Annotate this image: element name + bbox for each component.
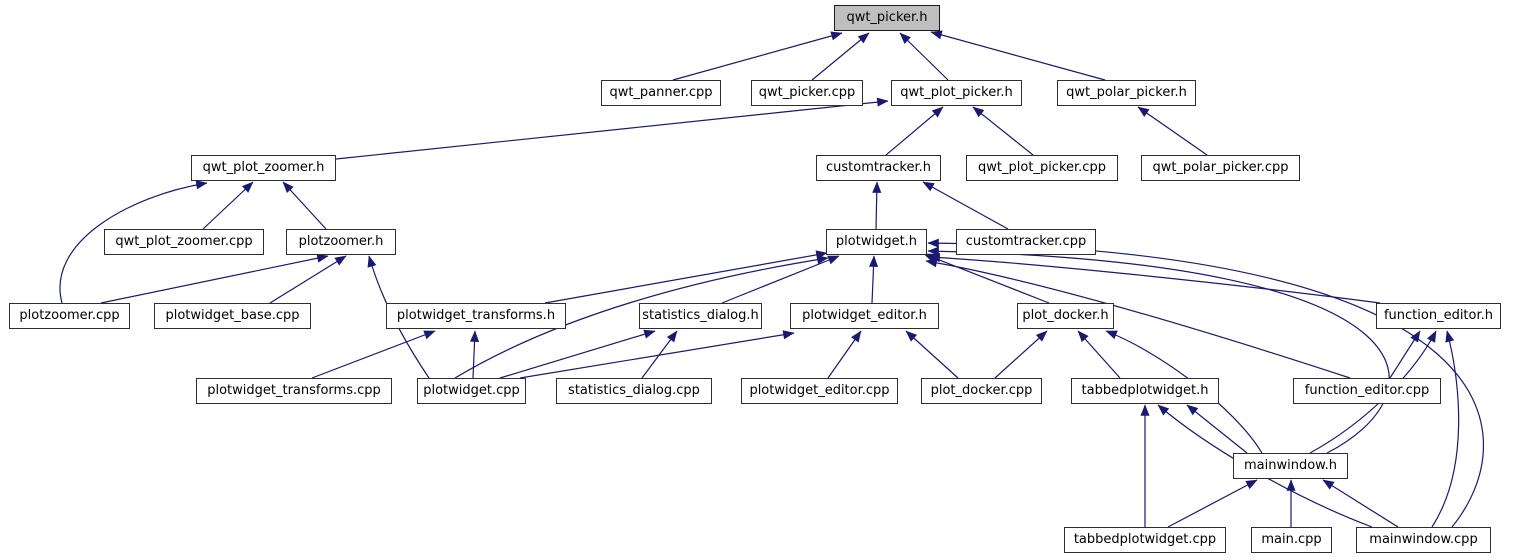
edge-tabbedplotwidget_h-to-plot_docker_h xyxy=(1077,330,1121,379)
node-plotwidget_editor_h[interactable]: plotwidget_editor.h xyxy=(790,303,939,329)
edge-qwt_plot_zoomer_cpp-to-qwt_plot_zoomer_h xyxy=(202,181,254,230)
edge-plotzoomer_cpp-to-qwt_plot_zoomer_h xyxy=(59,180,208,304)
edge-plot_docker_cpp-to-plotwidget_editor_h xyxy=(905,330,959,379)
node-plotwidget_base_cpp[interactable]: plotwidget_base.cpp xyxy=(154,303,311,329)
node-qwt_plot_zoomer_h[interactable]: qwt_plot_zoomer.h xyxy=(191,155,336,181)
node-main_cpp[interactable]: main.cpp xyxy=(1251,527,1332,553)
node-qwt_picker_h[interactable]: qwt_picker.h xyxy=(834,5,940,31)
node-statistics_dialog_h[interactable]: statistics_dialog.h xyxy=(639,303,762,329)
edge-qwt_picker_cpp-to-qwt_picker_h xyxy=(811,32,870,81)
node-tabbedplotwidget_h[interactable]: tabbedplotwidget.h xyxy=(1071,378,1219,404)
edge-qwt_polar_picker_cpp-to-qwt_polar_picker_h xyxy=(1137,106,1208,156)
edge-qwt_plot_zoomer_h-to-qwt_plot_picker_h xyxy=(335,97,889,160)
node-customtracker_h[interactable]: customtracker.h xyxy=(816,155,941,181)
node-function_editor_h[interactable]: function_editor.h xyxy=(1376,303,1501,329)
node-mainwindow_cpp[interactable]: mainwindow.cpp xyxy=(1356,527,1491,553)
node-customtracker_cpp[interactable]: customtracker.cpp xyxy=(956,229,1096,255)
node-plotzoomer_cpp[interactable]: plotzoomer.cpp xyxy=(9,303,130,329)
node-mainwindow_h[interactable]: mainwindow.h xyxy=(1233,453,1348,479)
node-plotwidget_h[interactable]: plotwidget.h xyxy=(826,229,927,255)
edge-qwt_polar_picker_h-to-qwt_picker_h xyxy=(930,30,1106,81)
edges-group xyxy=(59,30,1484,528)
edge-function_editor_h-to-plotwidget_h xyxy=(928,253,1381,304)
edge-plotzoomer_cpp-to-plotzoomer_h xyxy=(100,253,329,304)
edge-plotwidget_base_cpp-to-plotzoomer_h xyxy=(269,255,347,304)
edge-plotwidget_transforms_cpp-to-plotwidget_transforms_h xyxy=(311,330,436,379)
node-qwt_panner_cpp[interactable]: qwt_panner.cpp xyxy=(601,80,721,106)
edge-mainwindow_h-to-plotwidget_h xyxy=(927,246,1390,454)
edge-customtracker_cpp-to-customtracker_h xyxy=(922,181,1009,230)
node-qwt_plot_zoomer_cpp[interactable]: qwt_plot_zoomer.cpp xyxy=(104,229,264,255)
edge-plotwidget_cpp-to-plotwidget_editor_h xyxy=(519,330,795,379)
edge-function_editor_cpp-to-function_editor_h xyxy=(1389,330,1421,379)
node-qwt_plot_picker_cpp[interactable]: qwt_plot_picker.cpp xyxy=(966,155,1118,181)
edge-plotwidget_h-to-customtracker_h xyxy=(872,181,882,230)
edge-tabbedplotwidget_cpp-to-mainwindow_h xyxy=(1167,479,1258,528)
node-statistics_dialog_cpp[interactable]: statistics_dialog.cpp xyxy=(556,378,712,404)
node-qwt_plot_picker_h[interactable]: qwt_plot_picker.h xyxy=(891,80,1022,106)
edge-qwt_plot_picker_h-to-qwt_picker_h xyxy=(899,32,949,81)
edge-plot_docker_cpp-to-plot_docker_h xyxy=(994,330,1048,379)
edge-plotwidget_cpp-to-plotwidget_h xyxy=(454,255,829,379)
edge-mainwindow_h-to-tabbedplotwidget_h xyxy=(1186,404,1248,454)
node-qwt_picker_cpp[interactable]: qwt_picker.cpp xyxy=(751,80,863,106)
edge-plotwidget_cpp-to-plotwidget_transforms_h xyxy=(469,330,480,379)
edge-plotzoomer_h-to-qwt_plot_zoomer_h xyxy=(282,181,327,230)
edge-qwt_plot_picker_cpp-to-qwt_plot_picker_h xyxy=(972,106,1034,156)
edge-plotwidget_editor_cpp-to-plotwidget_editor_h xyxy=(827,330,862,379)
node-plotwidget_transforms_cpp[interactable]: plotwidget_transforms.cpp xyxy=(196,378,392,404)
edge-statistics_dialog_h-to-plotwidget_h xyxy=(721,255,840,304)
node-function_editor_cpp[interactable]: function_editor.cpp xyxy=(1293,378,1441,404)
edge-mainwindow_cpp-to-plotwidget_h xyxy=(927,238,1484,528)
edge-plotwidget_editor_h-to-plotwidget_h xyxy=(868,255,879,304)
node-tabbedplotwidget_cpp[interactable]: tabbedplotwidget.cpp xyxy=(1064,527,1226,553)
edge-mainwindow_cpp-to-mainwindow_h xyxy=(1322,479,1399,528)
edge-mainwindow_cpp-to-function_editor_h xyxy=(1431,330,1460,528)
node-qwt_polar_picker_cpp[interactable]: qwt_polar_picker.cpp xyxy=(1141,155,1300,181)
node-plotzoomer_h[interactable]: plotzoomer.h xyxy=(286,229,396,255)
edge-plotwidget_transforms_h-to-plotwidget_h xyxy=(544,250,828,304)
node-plotwidget_cpp[interactable]: plotwidget.cpp xyxy=(417,378,526,404)
edge-plot_docker_h-to-plotwidget_h xyxy=(923,253,1050,304)
edge-plotwidget_cpp-to-statistics_dialog_h xyxy=(499,329,656,379)
node-plot_docker_cpp[interactable]: plot_docker.cpp xyxy=(921,378,1042,404)
node-plotwidget_transforms_h[interactable]: plotwidget_transforms.h xyxy=(386,303,566,329)
node-plot_docker_h[interactable]: plot_docker.h xyxy=(1017,303,1114,329)
node-qwt_polar_picker_h[interactable]: qwt_polar_picker.h xyxy=(1057,80,1196,106)
node-plotwidget_editor_cpp[interactable]: plotwidget_editor.cpp xyxy=(741,378,898,404)
edge-customtracker_h-to-qwt_plot_picker_h xyxy=(885,106,944,156)
edge-qwt_panner_cpp-to-qwt_picker_h xyxy=(672,31,843,81)
edge-function_editor_cpp-to-plotwidget_h xyxy=(925,258,1351,379)
